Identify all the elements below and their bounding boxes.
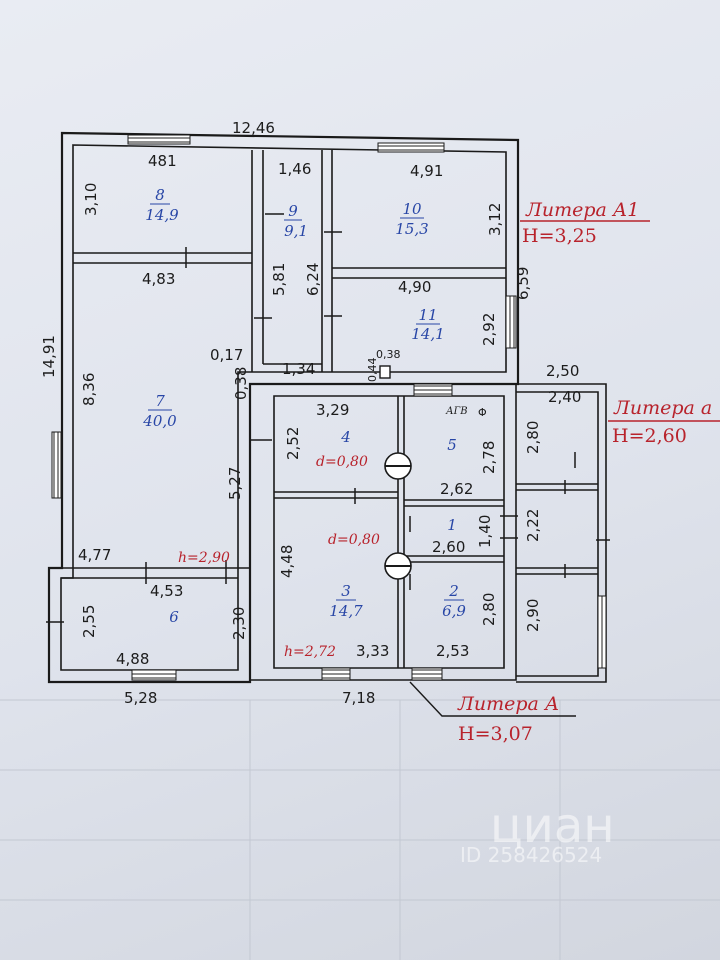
litera-a-small-walls	[516, 383, 607, 683]
pipe-d-080a: d=0,80	[316, 454, 368, 470]
room-number: 11	[418, 306, 437, 324]
room-number: 8	[155, 186, 165, 204]
dim-528: 5,28	[124, 689, 157, 707]
room-area: 6,9	[442, 602, 466, 620]
dim-017: 0,17	[210, 346, 243, 364]
phi-symbol: Φ	[478, 406, 487, 419]
litera-a-small-height: H=2,60	[612, 425, 687, 447]
dim-262: 2,62	[440, 480, 473, 498]
dim-240: 2,40	[548, 388, 581, 406]
room-area: 9,1	[284, 222, 308, 240]
dim-044: 0,44	[366, 358, 379, 383]
dim-448: 4,48	[278, 545, 296, 578]
litera-a-height: H=3,07	[458, 723, 533, 745]
pipe-symbol-1	[384, 452, 412, 480]
dim-140: 1,40	[476, 515, 494, 548]
dim-624: 6,24	[304, 263, 322, 296]
door-marks	[46, 213, 610, 623]
dim-280a: 2,80	[524, 421, 542, 454]
dim-255: 2,55	[80, 605, 98, 638]
height-272: h=2,72	[284, 644, 336, 660]
room-5-number: 5	[447, 436, 457, 454]
dim-490: 4,90	[398, 278, 431, 296]
dim-222: 2,22	[524, 509, 542, 542]
dim-290: 2,90	[524, 599, 542, 632]
room-area: 15,3	[395, 220, 428, 238]
room-11: 11 14,1	[411, 306, 444, 343]
dim-481: 481	[148, 152, 177, 170]
dim-253: 2,53	[436, 642, 469, 660]
dim-310: 3,10	[82, 183, 100, 216]
litera-a-leader	[409, 681, 576, 717]
dim-280b: 2,80	[480, 593, 498, 626]
room-number: 10	[402, 200, 422, 218]
dim-252: 2,52	[284, 427, 302, 460]
room-area: 40,0	[142, 412, 177, 430]
room-area: 14,9	[145, 206, 179, 224]
room-2: 2 6,9	[442, 582, 466, 620]
background-table	[0, 699, 720, 960]
dim-312: 3,12	[486, 203, 504, 236]
room-number: 7	[155, 392, 165, 410]
pipe-d-080b: d=0,80	[328, 532, 380, 548]
dim-038b: 0,38	[376, 348, 401, 361]
dim-483: 4,83	[142, 270, 175, 288]
dim-488: 4,88	[116, 650, 149, 668]
dim-292: 2,92	[480, 313, 498, 346]
dim-146: 1,46	[278, 160, 311, 178]
litera-a1-label: Литера А1	[525, 199, 639, 221]
room-4-number: 4	[340, 428, 351, 446]
dim-260: 2,60	[432, 538, 465, 556]
room-number: 3	[341, 582, 351, 600]
chimney-box	[379, 365, 391, 379]
pipe-symbol-2	[384, 552, 412, 580]
dim-230: 2,30	[230, 607, 248, 640]
dim-659: 6,59	[514, 267, 532, 300]
litera-a-label: Литера А	[457, 693, 559, 715]
dim-278: 2,78	[480, 441, 498, 474]
agv-label: АГВ	[445, 406, 468, 417]
dim-333: 3,33	[356, 642, 389, 660]
room-9: 9 9,1	[284, 202, 308, 240]
dim-491: 4,91	[410, 162, 443, 180]
room-area: 14,7	[329, 602, 363, 620]
dim-left-total: 14,91	[40, 335, 58, 378]
litera-a1-height: H=3,25	[522, 225, 597, 247]
dim-718: 7,18	[342, 689, 375, 707]
dim-453: 4,53	[150, 582, 183, 600]
dim-527: 5,27	[226, 467, 244, 500]
dim-581: 5,81	[270, 263, 288, 296]
interior-walls	[61, 150, 506, 579]
watermark-id: ID 258426524	[460, 843, 602, 867]
room-area: 14,1	[411, 325, 444, 343]
height-290: h=2,90	[178, 550, 230, 566]
room-6-number: 6	[169, 608, 179, 626]
windows	[51, 134, 607, 681]
room-1-number: 1	[447, 516, 457, 534]
dim-top-total: 12,46	[232, 119, 275, 137]
watermark-brand: циан	[490, 798, 615, 854]
room-number: 9	[288, 202, 298, 220]
room-7: 7 40,0	[142, 392, 177, 430]
litera-a-small-label: Литера а	[613, 397, 712, 419]
room-number: 2	[448, 582, 459, 600]
dim-038a: 0,38	[232, 367, 250, 400]
dim-250: 2,50	[546, 362, 579, 380]
dim-477: 4,77	[78, 546, 111, 564]
dim-836: 8,36	[80, 373, 98, 406]
room-8: 8 14,9	[145, 186, 179, 224]
dim-329: 3,29	[316, 401, 349, 419]
dim-134: 1,34	[282, 360, 315, 378]
room-10: 10 15,3	[395, 200, 428, 238]
room-3: 3 14,7	[329, 582, 363, 620]
